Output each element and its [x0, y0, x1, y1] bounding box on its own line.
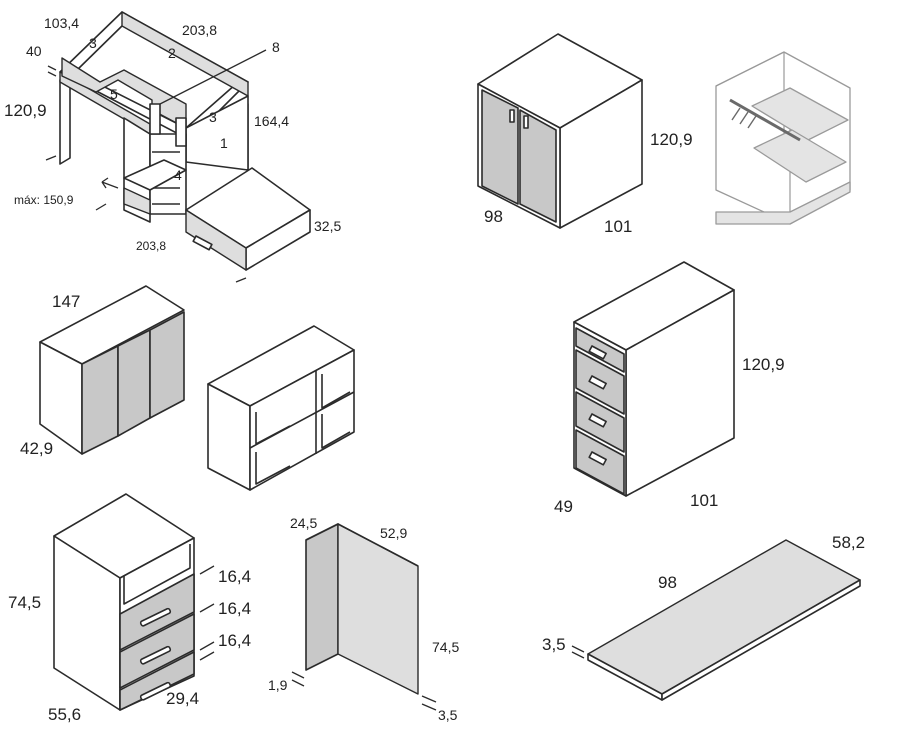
part-label-5: 5 — [110, 86, 118, 102]
wardrobe-handle-left — [509, 109, 515, 123]
dim-drawer-2: 16,4 — [218, 599, 251, 618]
shelf-side-edge — [661, 579, 861, 701]
dim-sideboard-width: 147 — [52, 292, 80, 311]
bunk-base-drawer — [123, 187, 151, 215]
desk-handle-1 — [139, 607, 172, 627]
panel-right-face — [337, 523, 419, 695]
dim-wardrobe-height: 120,9 — [650, 130, 693, 149]
sideboard: 147 42,9 — [20, 285, 185, 458]
dim-max-width: máx: 150,9 — [14, 193, 74, 207]
dim-desk-height: 74,5 — [8, 593, 41, 612]
dim-panel-edge-left: 1,9 — [268, 677, 288, 693]
interior-shelf-top — [751, 87, 849, 141]
sideboard-door-1 — [81, 345, 119, 455]
dim-panel-depth: 24,5 — [290, 515, 317, 531]
part-label-3a: 3 — [89, 35, 97, 51]
part-label-2: 2 — [168, 45, 176, 61]
dim-rail-height: 40 — [26, 43, 42, 59]
dim-desk-depth: 55,6 — [48, 705, 81, 724]
dim-shelf-thickness: 3,5 — [542, 635, 566, 654]
desk-unit: 74,5 55,6 29,4 16,4 16,4 16,4 — [8, 493, 251, 724]
drawer-tower: 120,9 49 101 — [554, 261, 785, 516]
dim-panel-width: 52,9 — [380, 525, 407, 541]
dim-bottom-length: 203,8 — [136, 239, 166, 253]
sideboard-door-2 — [117, 329, 151, 437]
corner-panel: 24,5 52,9 74,5 1,9 3,5 — [268, 515, 459, 723]
tower-handle-4 — [588, 451, 607, 466]
desk-handle-2 — [139, 645, 172, 665]
dim-tower-depth: 49 — [554, 497, 573, 516]
wardrobe-door-left — [481, 89, 519, 205]
interior-shelf-mid — [753, 129, 847, 183]
part-label-4: 4 — [174, 167, 182, 183]
tower-handle-1 — [588, 345, 607, 360]
dim-desk-width: 29,4 — [166, 689, 199, 708]
bunk-bed: 103,4 203,8 40 120,9 164,4 máx: 150,9 20… — [4, 11, 341, 283]
lower-bed-front — [185, 209, 247, 271]
dim-side-height: 120,9 — [4, 101, 47, 120]
dim-total-height: 164,4 — [254, 113, 289, 129]
part-label-8: 8 — [272, 39, 280, 55]
lower-bed-handle — [192, 235, 213, 251]
desk-handle-3 — [139, 681, 172, 701]
dim-top-length: 203,8 — [182, 22, 217, 38]
dim-wardrobe-width: 101 — [604, 217, 632, 236]
bunk-base-top — [123, 159, 187, 191]
panel-left-face — [305, 523, 339, 671]
interior-base — [715, 181, 851, 225]
dim-sideboard-depth: 42,9 — [20, 439, 53, 458]
interior-hangers — [731, 107, 757, 129]
interior-hanging-rod — [729, 98, 801, 142]
dim-tower-height: 120,9 — [742, 355, 785, 374]
tower-handle-2 — [588, 375, 607, 390]
dim-panel-height: 74,5 — [432, 639, 459, 655]
tower-handle-3 — [588, 413, 607, 428]
shelf-top-face — [587, 539, 861, 695]
dim-bed-height: 32,5 — [314, 218, 341, 234]
bunk-post-left — [149, 103, 161, 135]
wardrobe-door-right — [519, 109, 557, 223]
shelf-board: 98 58,2 3,5 — [542, 533, 865, 701]
bunk-post-right — [175, 117, 187, 147]
dim-top-depth: 103,4 — [44, 15, 79, 31]
dim-drawer-1: 16,4 — [218, 567, 251, 586]
wardrobe-interior — [715, 51, 851, 225]
dim-wardrobe-depth: 98 — [484, 207, 503, 226]
part-label-1: 1 — [220, 135, 228, 151]
sideboard-door-3 — [149, 311, 185, 419]
dim-tower-width: 101 — [690, 491, 718, 510]
dim-shelf-width: 58,2 — [832, 533, 865, 552]
dim-panel-edge-right: 3,5 — [438, 707, 458, 723]
bunk-arrow — [101, 181, 119, 189]
wardrobe-handle-right — [523, 115, 529, 129]
part-label-3b: 3 — [209, 109, 217, 125]
desk-drawer-3 — [119, 651, 195, 711]
desk-drawer-1 — [119, 573, 195, 651]
dim-drawer-3: 16,4 — [218, 631, 251, 650]
dim-shelf-depth: 98 — [658, 573, 677, 592]
open-shelf-unit — [207, 325, 355, 491]
wardrobe: 120,9 98 101 — [477, 33, 693, 236]
